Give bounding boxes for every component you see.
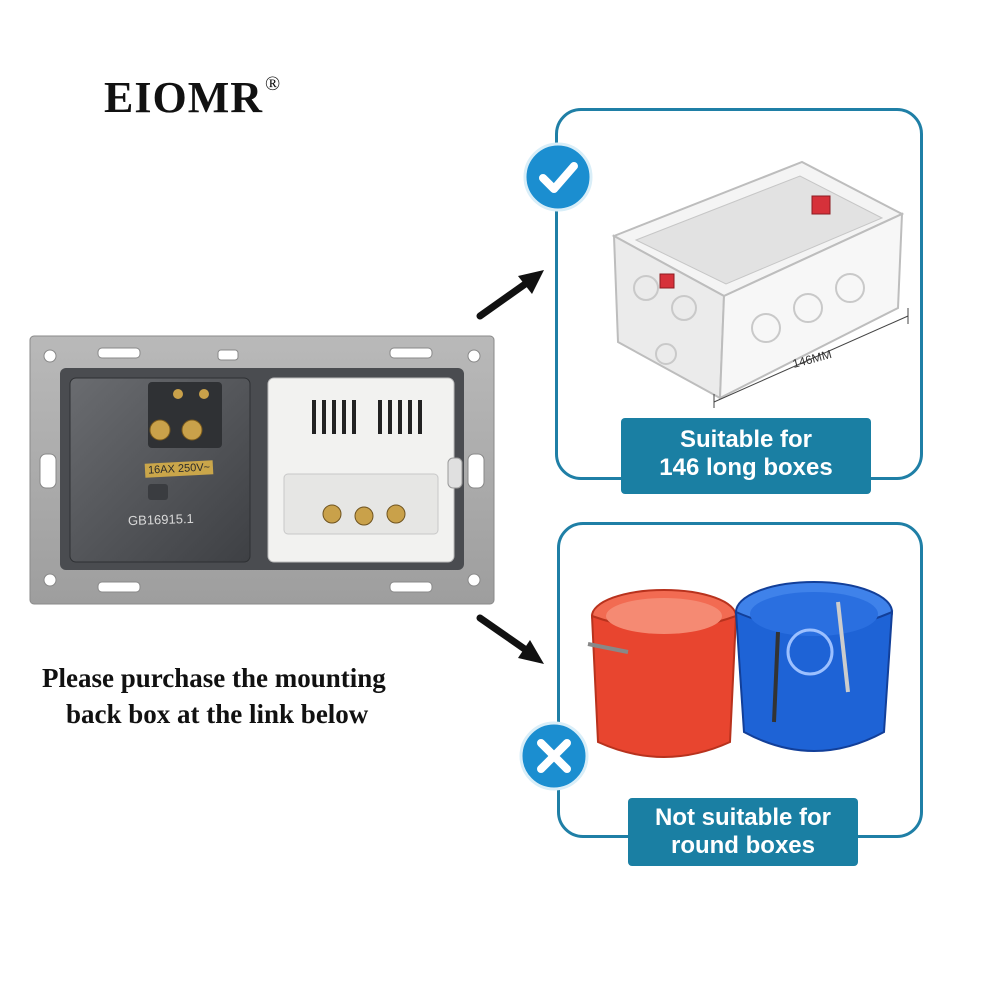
- socket-standard-label: GB16915.1: [127, 510, 195, 529]
- purchase-instruction: Please purchase the mounting back box at…: [30, 660, 470, 732]
- arrow-down-right-icon: [476, 614, 544, 664]
- brand-logo: EIOMR®: [104, 72, 281, 123]
- suitable-caption: Suitable for 146 long boxes: [621, 418, 871, 494]
- brand-name: EIOMR: [104, 73, 263, 122]
- suitable-caption-line2: 146 long boxes: [659, 454, 833, 481]
- instruction-line1: Please purchase the mounting: [42, 663, 386, 693]
- rectangular-back-box-image: [611, 160, 909, 408]
- registered-mark: ®: [265, 73, 282, 96]
- suitable-caption-line1: Suitable for: [679, 426, 812, 453]
- cross-icon: [519, 721, 589, 791]
- instruction-line2: back box at the link below: [66, 699, 369, 729]
- not-suitable-caption-line2: round boxes: [670, 832, 815, 859]
- round-back-boxes-image: [587, 581, 894, 758]
- check-icon: [523, 142, 593, 212]
- arrow-up-right-icon: [476, 270, 544, 320]
- not-suitable-caption: Not suitable for round boxes: [628, 798, 858, 866]
- socket-product-image: [29, 335, 495, 605]
- not-suitable-caption-line1: Not suitable for: [654, 804, 831, 831]
